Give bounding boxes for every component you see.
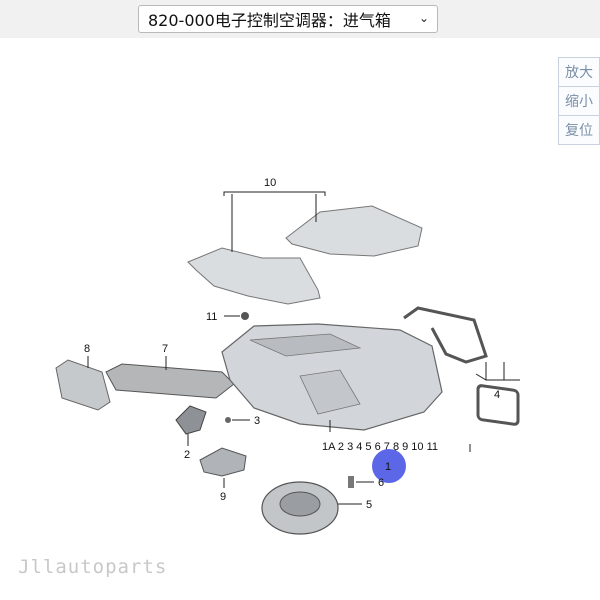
part-screw-6[interactable] [348,476,374,488]
part-actuator[interactable] [199,447,247,488]
part-bracket[interactable] [175,405,207,446]
zoom-in-button[interactable]: 放大 [559,58,599,87]
part-blower[interactable] [261,481,362,535]
part-seal[interactable] [403,306,520,426]
callout-1-highlight[interactable] [372,449,406,483]
reset-button[interactable]: 复位 [559,116,599,144]
watermark-text: Jllautoparts [18,556,168,578]
part-filter[interactable] [105,356,235,399]
callout-4-bracket [475,362,520,381]
callout-10-bracket [223,191,326,252]
callout-10-label: 10 [264,177,276,189]
callout-11-label: 11 [206,311,217,323]
part-grille[interactable] [55,356,111,411]
part-screw-3[interactable] [225,417,250,423]
assembly-selector[interactable]: 820-000电子控制空调器：进气箱 ⌄ [138,5,438,33]
part-main-housing[interactable] [221,323,443,431]
callout-5-label: 5 [366,499,372,511]
callout-3-label: 3 [254,415,260,427]
zoom-out-button[interactable]: 缩小 [559,87,599,116]
part-screw-11[interactable] [224,312,249,320]
assembly-selector-value: 820-000电子控制空调器：进气箱 [148,11,391,30]
callout-6-label: 6 [378,477,384,489]
callout-1-group-label: 1A 2 3 4 5 6 7 8 9 10 11 [322,441,438,453]
zoom-controls: 放大 缩小 复位 [558,57,600,145]
part-cover-plate[interactable] [187,205,423,305]
callout-4-label: 4 [494,389,500,401]
callout-9-label: 9 [220,491,226,503]
callout-2-label: 2 [184,449,190,461]
callout-8-label: 8 [84,343,90,355]
callout-7-label: 7 [162,343,168,355]
chevron-down-icon[interactable]: ⌄ [418,11,429,25]
callout-1-label: 1 [385,461,391,473]
